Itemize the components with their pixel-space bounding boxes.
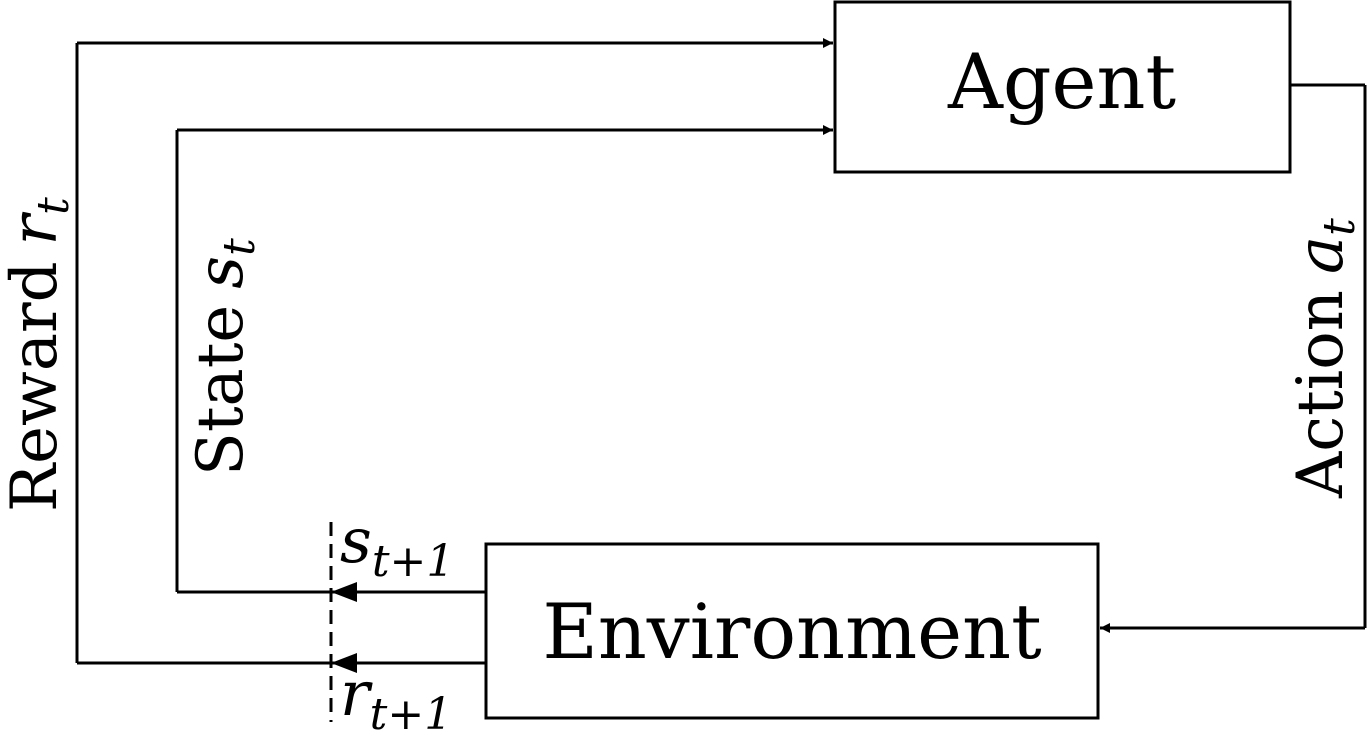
reward-label: Rewardrt	[0, 197, 79, 512]
action-edge	[1100, 83, 1367, 633]
agent-label: Agent	[947, 37, 1176, 126]
agent-node: Agent	[833, 0, 1292, 174]
next-reward-label: rt+1	[340, 657, 452, 740]
agent-box	[833, 0, 1292, 174]
next-state-arrowhead	[331, 582, 357, 602]
environment-box	[484, 542, 1100, 720]
state-edge	[175, 125, 833, 594]
next-reward-arrowhead	[331, 653, 357, 673]
environment-node: Environment	[484, 542, 1100, 720]
state-label: Statest	[184, 238, 265, 476]
reward-edge	[75, 38, 833, 665]
action-label: Actionat	[1284, 218, 1365, 499]
next-state-label: st+1	[340, 504, 454, 587]
environment-label: Environment	[542, 587, 1041, 676]
